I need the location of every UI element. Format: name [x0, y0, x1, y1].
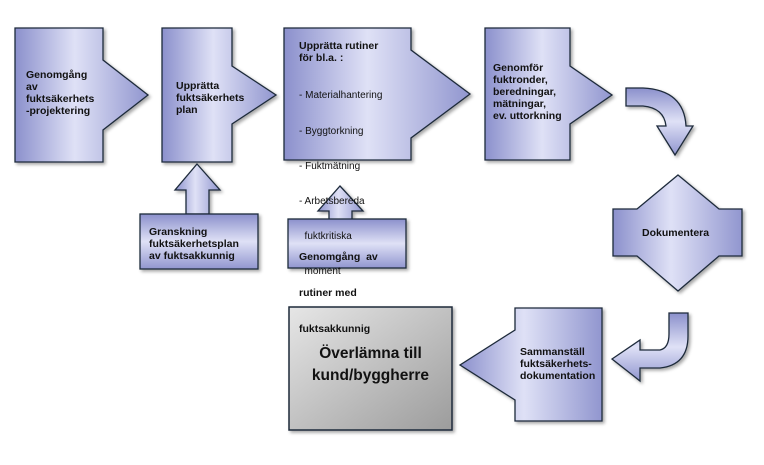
- compile-left-arrow: [458, 307, 603, 422]
- review2-box: [287, 218, 407, 269]
- step3-item: - Materialhantering: [299, 90, 383, 102]
- review2-line: Genomgång av: [299, 251, 378, 263]
- review1-line: av fuktsakkunnig: [149, 250, 235, 262]
- curved-down-arrow: [625, 87, 695, 157]
- step1-line: fuktsäkerhets: [26, 93, 95, 105]
- review1-box: [139, 213, 259, 270]
- step2-line: plan: [176, 104, 198, 116]
- step3-title-line: Upprätta rutiner: [299, 40, 379, 52]
- document-double-arrow: [612, 174, 743, 292]
- review2-line: rutiner med: [299, 287, 357, 299]
- step3-label: Upprätta rutiner för bl.a. :: [299, 40, 378, 64]
- step3-title-line: för bl.a. :: [299, 52, 344, 64]
- review2-label: Genomgång av rutiner med fuktsakkunnig: [299, 227, 378, 347]
- compile-label: Sammanställ fuktsäkerhets- dokumentation: [520, 346, 595, 382]
- step4-arrow-shape: [484, 27, 614, 161]
- step2-line: Upprätta: [176, 80, 220, 92]
- step2-arrow-shape: [161, 27, 278, 163]
- step3-item: - Fuktmätning: [299, 160, 361, 172]
- handover-line: kund/byggherre: [311, 367, 430, 384]
- step4-line: Genomför: [493, 62, 544, 74]
- review1-line: fuktsäkerhetsplan: [149, 238, 239, 250]
- curved-left-arrow: [610, 312, 689, 383]
- review2-line: fuktsakkunnig: [299, 323, 371, 335]
- review1-label: Granskning fuktsäkerhetsplan av fuktsakk…: [149, 226, 239, 262]
- step3-item: - Byggtorkning: [299, 125, 364, 137]
- step3-arrow-shape: [283, 27, 472, 161]
- step3-item: fuktkritiska: [299, 230, 352, 242]
- compile-line: dokumentation: [520, 370, 596, 382]
- step3-item: moment: [299, 265, 341, 277]
- step3-items: - Materialhantering - Byggtorkning - Fuk…: [299, 67, 382, 289]
- step1-line: Genomgång: [26, 69, 88, 81]
- step4-line: fuktronder,: [493, 74, 548, 86]
- step1-label: Genomgång av fuktsäkerhets -projektering: [26, 69, 94, 117]
- step4-line: mätningar,: [493, 98, 547, 110]
- step1-line: -projektering: [26, 105, 91, 117]
- step4-line: beredningar,: [493, 86, 557, 98]
- compile-line: Sammanställ: [520, 346, 585, 358]
- handover-line: Överlämna till: [319, 345, 422, 362]
- step4-line: ev. uttorkning: [493, 110, 562, 122]
- handover-label: Överlämna till kund/byggherre: [289, 343, 452, 387]
- review1-line: Granskning: [149, 226, 208, 238]
- handover-box: [288, 306, 453, 431]
- step2-label: Upprätta fuktsäkerhets plan: [176, 80, 244, 116]
- compile-line: fuktsäkerhets-: [520, 358, 592, 370]
- step1-line: av: [26, 81, 38, 93]
- step1-arrow-shape: [14, 27, 150, 163]
- step4-label: Genomför fuktronder, beredningar, mätnin…: [493, 62, 562, 122]
- step2-line: fuktsäkerhets: [176, 92, 245, 104]
- document-label: Dokumentera: [642, 227, 710, 239]
- review1-up-arrow: [173, 163, 222, 215]
- step3-item: - Arbetsbereda: [299, 195, 365, 207]
